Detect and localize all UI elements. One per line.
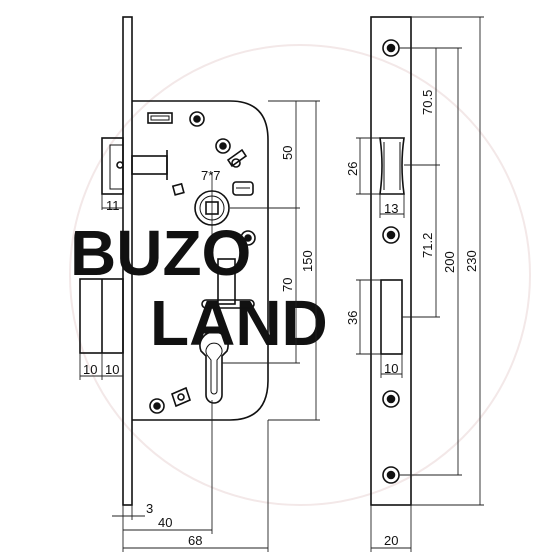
screw-hole-upper-right (215, 138, 231, 154)
euro-cylinder-cutout (199, 331, 229, 404)
lever-pivot (231, 158, 241, 168)
snib-button (232, 181, 254, 196)
watermark-ring (69, 44, 531, 506)
dim-deadbolt-b: 10 (105, 362, 119, 377)
dim-26: 26 (345, 162, 360, 176)
latch-bolt-tail (131, 155, 168, 175)
faceplate (122, 16, 133, 506)
dim-70-5: 70.5 (420, 90, 435, 115)
screw-hole-top (189, 111, 205, 127)
dim-36: 36 (345, 311, 360, 325)
lock-body-view (79, 16, 269, 506)
latch-bolt (101, 137, 168, 195)
lock-case-outline (132, 100, 269, 421)
small-square-part (171, 182, 185, 196)
screw-hole-bottom (149, 398, 165, 414)
spindle-size-label: 7*7 (201, 168, 221, 183)
deadbolt-actuator-bar (201, 299, 255, 309)
plate-screw-lower-center (386, 394, 396, 404)
lock-body-dimensions (79, 100, 320, 552)
screw-hole-middle-center (244, 234, 252, 242)
watermark-line-1: BUZO (70, 217, 251, 289)
deadbolt-actuator (217, 258, 236, 305)
dim-68: 68 (188, 533, 202, 548)
dim-40: 40 (158, 515, 172, 530)
deadbolt-opening (380, 279, 403, 355)
watermark: BUZO LAND (69, 44, 531, 506)
dim-50: 50 (280, 146, 295, 160)
dim-71-2: 71.2 (420, 233, 435, 258)
screw-hole-top-center (193, 115, 201, 123)
dead-bolt (79, 278, 124, 354)
plate-screw-top-center (386, 43, 396, 53)
plate-screw-lower (382, 390, 400, 408)
dim-200: 200 (442, 251, 457, 273)
euro-cylinder-inner (205, 342, 223, 395)
bottom-latch-part (171, 386, 191, 408)
watermark-line-2: LAND (150, 287, 328, 359)
dim-latch-depth: 11 (106, 198, 120, 213)
top-slot (147, 112, 173, 124)
lever-arm (226, 148, 248, 168)
screw-hole-upper-right-center (219, 142, 227, 150)
dim-230: 230 (464, 250, 479, 272)
strike-plate-dimensions (356, 16, 484, 552)
plate-screw-bottom-center (386, 470, 396, 480)
dim-10-opening: 10 (384, 361, 398, 376)
front-plate (370, 16, 412, 506)
screw-hole-middle (240, 230, 256, 246)
latch-bolt-head (101, 137, 124, 195)
bottom-latch-pin (177, 393, 185, 401)
dim-deadbolt-a: 10 (83, 362, 97, 377)
dim-70: 70 (280, 278, 295, 292)
strike-plate-view (370, 16, 412, 506)
dim-3: 3 (146, 501, 153, 516)
dim-20: 20 (384, 533, 398, 548)
screw-hole-bottom-center (153, 402, 161, 410)
dim-13: 13 (384, 201, 398, 216)
dim-150: 150 (300, 250, 315, 272)
top-slot-inner (150, 115, 170, 121)
plate-screw-middle (382, 226, 400, 244)
latch-pin (116, 161, 124, 169)
plate-screw-middle-center (386, 230, 396, 240)
